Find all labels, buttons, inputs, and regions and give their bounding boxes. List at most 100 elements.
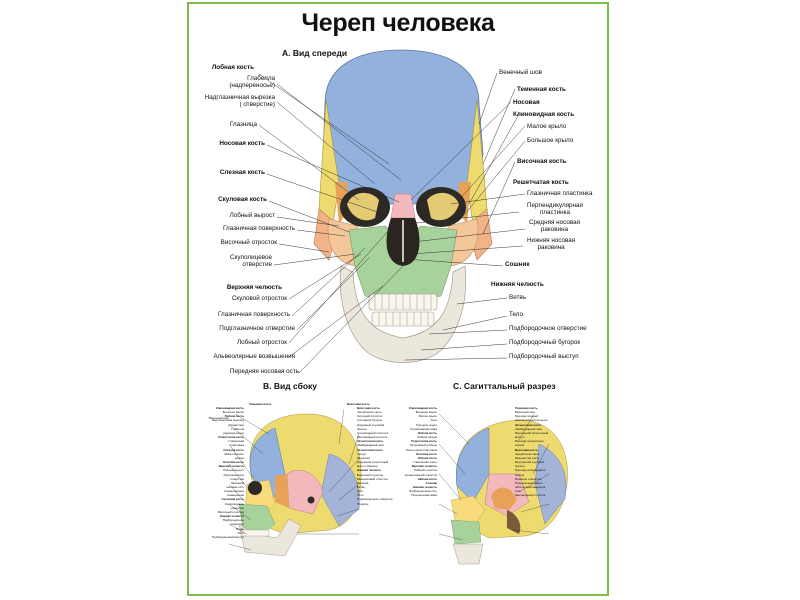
side-right-label: Ламбдовидный шов (357, 443, 384, 448)
sagittal-right-label: проход (515, 464, 525, 469)
side-left-label: Скулолицевое (224, 501, 244, 506)
side-left-label: Височный отросток (218, 509, 244, 514)
sagittal-right-label: Чешуйчатая часть (515, 451, 540, 456)
sagittal-right-label: Затылочная кость (515, 422, 542, 427)
side-right-label: Вырезка (357, 480, 369, 485)
sagittal-right-label: Борозда средней (515, 414, 539, 419)
side-left-label: Подглазничное (223, 472, 244, 477)
side-left-label: Лобный вырост (223, 468, 244, 473)
sagittal-left-label: Лобный отросток (414, 468, 437, 473)
side-left-label: Надглазничная вырезка (211, 418, 244, 423)
label-greater-wing: Большое крыло (527, 137, 574, 144)
sagittal-left-label: Турецкое седло (415, 422, 437, 427)
sagittal-right-label: синуса (515, 443, 525, 448)
side-left-label: Подбородочное (222, 518, 244, 523)
side-left-label: Скуловая кость (221, 497, 244, 502)
side-right-label: Чешуя (357, 451, 366, 456)
sagittal-right-label: Борозда сигмовидного (515, 468, 546, 473)
label-ethmoid-bone: Решетчатая кость (513, 179, 569, 186)
side-top-label: Височная кость (347, 402, 370, 406)
sagittal-right-label: Затылочный мыщелок (515, 484, 546, 489)
sagittal-left-label: Лобная кость (417, 430, 437, 435)
label-zygomatic-process: Скуловой отросток (231, 295, 287, 302)
side-right-label: Сосцевидный отросток (357, 430, 388, 435)
side-left-label: Ямка слезного (224, 451, 244, 456)
side-left-label: Нижняя челюсть (219, 514, 244, 519)
label-lesser-wing: Малое крыло (527, 123, 567, 130)
side-right-label: Наружный затылочный (357, 460, 389, 465)
ethmoid-orbit-right (427, 192, 459, 221)
side-left-label: отверстие (230, 476, 244, 481)
side-left-label: Тело (237, 530, 244, 535)
sagittal-left-label: Лобная пазуха (417, 435, 437, 440)
poster-title: Череп человека (301, 9, 495, 37)
side-right-label: Ветвь (357, 484, 365, 489)
side-right-label: Наружный слуховой (357, 422, 385, 427)
sagittal-left-label: Подбородочная ость (409, 489, 437, 494)
side-left-label: Альвеолярные (224, 489, 244, 494)
frontal-bone (322, 49, 484, 205)
label-inferior-concha: Нижняя носовая раковина (527, 237, 576, 252)
sagittal-right-label: менингеальной артерии (515, 418, 548, 423)
side-left-label: отверстие (230, 522, 244, 527)
side-left-label: Ветвь (236, 526, 244, 531)
label-nasal: Носовая (513, 99, 540, 106)
upper-teeth (368, 293, 438, 311)
side-right-label: Суставной бугорок (357, 418, 383, 423)
label-alveolar-eminences: Альвеолярные возвышения (213, 353, 295, 360)
label-sphenoid-bone: Клиновидная кость (513, 111, 575, 118)
label-lacrimal-bone: Слезная кость (219, 169, 265, 176)
side-left-label: пластинка (230, 443, 244, 448)
side-right-label: Мыщелковый отросток (357, 476, 388, 481)
sagittal-right-label: Внутренний слуховой (515, 460, 545, 465)
label-frontal-process-max: Лобный отросток (237, 339, 287, 346)
sagittal-left-label: Верхняя челюсть (411, 464, 437, 469)
label-mandible: Нижняя челюсть (491, 281, 544, 288)
sagittal-right-label: Теменная кость (515, 406, 538, 410)
side-left-label: Носовая кость (223, 460, 244, 465)
sagittal-left-label: Малое крыло (418, 414, 437, 419)
side-left-label: Верхняя челюсть (218, 464, 244, 469)
side-left-label: Клиновидная кость (215, 406, 244, 410)
side-left-label: Большое крыло (222, 410, 244, 415)
side-right-label: Подбородочное отверстие (357, 497, 393, 502)
side-left-label: Подбородочный выступ (212, 534, 244, 539)
label-body: Тело (509, 311, 524, 318)
label-parietal-bone: Теменная кость (517, 86, 566, 93)
label-maxilla: Верхняя челюсть (226, 284, 282, 291)
lower-teeth (371, 311, 435, 327)
side-left-label: мешка (235, 455, 244, 460)
side-right-label: Затылочная кость (357, 439, 384, 444)
label-anterior-nasal-spine: Передняя носовая ость (229, 368, 299, 375)
side-right-label: Височная кость (357, 406, 380, 410)
label-glabella: Глабелла (надпереносье) (229, 75, 275, 90)
label-zygomatic-bone: Скуловая кость (218, 196, 267, 203)
side-right-label: Венечный отросток (357, 472, 383, 477)
label-orbit: Глазница (229, 121, 257, 128)
side-left-label: Глабелла (231, 426, 244, 431)
section-side-title: В. Вид сбоку (263, 381, 318, 391)
side-right-label: Мыщелки (357, 455, 370, 460)
bottom-leader-lines (228, 408, 550, 551)
side-skull-illustration (238, 413, 362, 557)
side-left-label: возвышения (227, 493, 244, 498)
sagittal-right-label: Борозда поперечного (515, 439, 544, 444)
label-mental-tubercle: Подбородочный бугорок (509, 339, 581, 346)
sagittal-left-label: Лобная кость (417, 455, 437, 460)
side-right-label: проход (357, 426, 367, 431)
side-top-label: Венечный шов (209, 416, 229, 420)
label-frontal-process-zyg: Лобный вырост (229, 212, 275, 219)
side-right-label: выступ (Инион) (357, 464, 378, 469)
label-coronal-suture: Венечный шов (499, 69, 542, 76)
side-right-label: Угол (357, 489, 363, 494)
label-ramus: Ветвь (509, 294, 527, 301)
side-top-label: Теменная кость (249, 402, 272, 406)
side-right-label: Птерион (357, 501, 369, 506)
section-sagittal-title: С. Сагиттальный разрез (453, 381, 556, 391)
sagittal-left-label: Петушиный гребень (410, 443, 437, 448)
sagittal-left-label: Решетчатая кость (411, 439, 437, 444)
sagittal-left-label: Решетчатая пластинка (406, 447, 437, 452)
ethmoid-orbit-left (347, 192, 379, 221)
label-mental-foramen: Подбородочное отверстие (509, 325, 587, 332)
